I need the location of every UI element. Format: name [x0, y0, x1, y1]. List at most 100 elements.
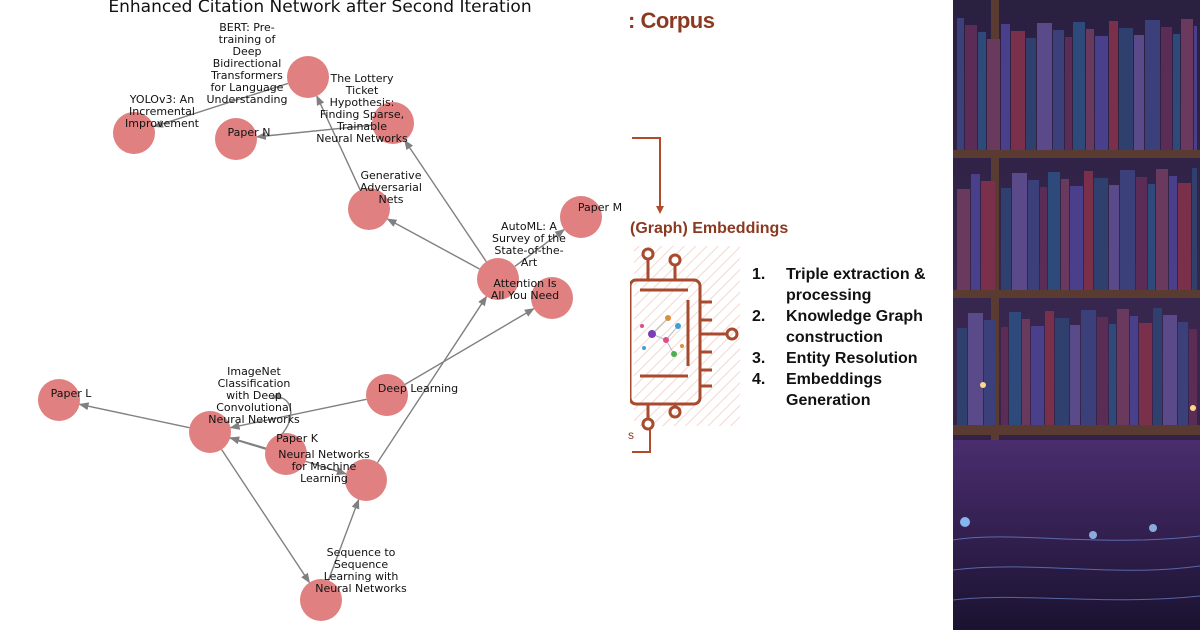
book-spine	[1086, 29, 1094, 150]
node-automl	[477, 258, 519, 300]
step-number: 3.	[752, 350, 766, 367]
step-text: Entity Resolution	[786, 350, 918, 367]
node-paper_k	[265, 433, 307, 475]
flow-bracket-bottom	[632, 430, 651, 453]
book-spine	[1081, 310, 1096, 425]
book-spine	[957, 18, 964, 150]
node-layer	[38, 56, 602, 621]
node-label-deep_learning: Deep Learning	[378, 382, 458, 395]
node-gan	[348, 188, 390, 230]
node-bert	[287, 56, 329, 98]
book-spine	[1070, 325, 1080, 425]
edge-automl-to-gan	[386, 218, 480, 270]
book-spine	[1119, 28, 1133, 150]
book-spine	[1073, 22, 1085, 150]
process-step: 2.Knowledge Graph construction	[752, 306, 942, 348]
book-spine	[1130, 316, 1138, 425]
book-spine	[1026, 38, 1036, 150]
node-label-paper_m: Paper M	[578, 201, 622, 214]
book-spine	[1009, 312, 1021, 425]
book-spine	[1161, 27, 1172, 150]
edge-gan-to-bert	[316, 95, 361, 191]
book-spine	[968, 313, 983, 425]
book-spine	[1070, 186, 1083, 290]
slide-heading: : Corpus	[628, 8, 715, 33]
node-paper_n	[215, 118, 257, 160]
book-spine	[1173, 34, 1180, 150]
book-spine	[1109, 21, 1118, 150]
book-spine	[1139, 323, 1152, 425]
book-spine	[1001, 24, 1010, 150]
node-attention	[531, 277, 573, 319]
book-spine	[971, 174, 980, 290]
book-spine	[1040, 187, 1047, 290]
book-spine	[1065, 37, 1072, 150]
process-steps-list: 1. Triple extraction & processing 2.Knowl…	[752, 264, 942, 411]
step-number: 1.	[752, 266, 766, 283]
book-spine	[1169, 176, 1177, 290]
edge-layer	[78, 82, 565, 584]
book-spine	[1045, 311, 1054, 425]
library-bookshelf-image	[953, 0, 1200, 630]
process-step: 1. Triple extraction & processing	[752, 264, 942, 306]
step-text: Triple extraction & processing	[786, 266, 926, 304]
book-spine	[1163, 315, 1177, 425]
edge-automl-to-lottery	[404, 139, 487, 262]
book-spines	[957, 18, 1197, 425]
node-yolo	[113, 112, 155, 154]
book-spine	[1194, 26, 1197, 150]
edge-paper_k-to-imagenet	[229, 436, 267, 449]
embedding-chip-illustration	[630, 137, 740, 453]
book-spine	[965, 25, 977, 150]
step-number: 4.	[752, 371, 766, 388]
book-spine	[1117, 309, 1129, 425]
book-spine	[1028, 180, 1039, 290]
book-spine	[1053, 30, 1064, 150]
book-spine	[1001, 327, 1008, 425]
node-label-paper_k: Paper K	[276, 432, 319, 445]
edge-deep_learning-to-attention	[404, 308, 535, 385]
floor-light-streaks	[953, 535, 1200, 601]
chip-icon	[630, 247, 739, 431]
book-spine	[987, 39, 1000, 150]
slide-subheading: (Graph) Embeddings	[630, 220, 789, 237]
book-spine	[1120, 170, 1135, 290]
node-seq2seq	[300, 579, 342, 621]
book-spine	[1048, 172, 1060, 290]
graph-title: Enhanced Citation Network after Second I…	[108, 0, 532, 17]
book-spine	[984, 320, 995, 425]
book-spine	[957, 328, 967, 425]
node-paper_l	[38, 379, 80, 421]
book-spine	[1061, 179, 1069, 290]
book-spine	[1011, 31, 1025, 150]
node-label-paper_n: Paper N	[228, 126, 271, 139]
node-label-paper_l: Paper L	[51, 387, 93, 400]
book-spine	[981, 181, 995, 290]
book-spine	[1012, 173, 1027, 290]
step-text: Embeddings Generation	[786, 371, 883, 409]
book-spine	[1084, 171, 1093, 290]
edge-automl-to-paper_m	[514, 228, 565, 267]
edge-nn_ml-to-automl	[376, 295, 488, 463]
book-spine	[1136, 177, 1147, 290]
book-spine	[1031, 326, 1044, 425]
book-spine	[1001, 188, 1011, 290]
library-floor	[953, 440, 1200, 630]
book-spine	[1097, 317, 1108, 425]
book-spine	[1055, 318, 1069, 425]
book-spine	[1178, 322, 1188, 425]
edge-deep_learning-to-imagenet	[229, 398, 367, 430]
step-number: 2.	[752, 308, 766, 325]
edge-imagenet-to-paper_l	[78, 402, 190, 429]
flow-arrow-connector	[632, 137, 661, 208]
process-step: 3. Entity Resolution	[752, 348, 942, 369]
book-spine	[1156, 169, 1168, 290]
